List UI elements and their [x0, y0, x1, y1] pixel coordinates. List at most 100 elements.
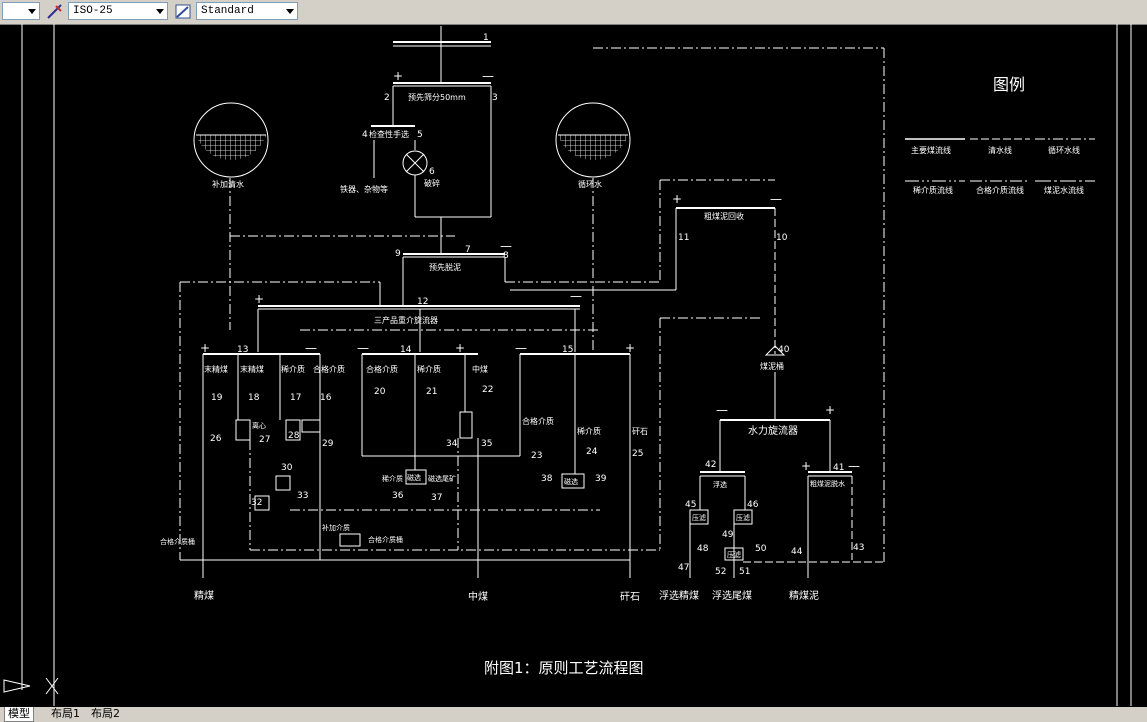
svg-text:—: — — [482, 69, 494, 83]
table-style-icon[interactable] — [174, 3, 192, 20]
svg-text:43: 43 — [853, 543, 864, 553]
svg-text:48: 48 — [697, 544, 709, 554]
equipment-label: 磁选尾矿 — [428, 474, 456, 483]
equipment-label: 磁选 — [407, 473, 421, 482]
svg-text:42: 42 — [705, 460, 716, 470]
flow-label: 稀介质 — [577, 426, 601, 436]
dense-medium-cyclone: 三产品重介旋流器 — [179, 178, 600, 560]
legend-item: 循环水线 — [1048, 145, 1080, 155]
output-label: 精煤 — [194, 589, 214, 602]
svg-text:—: — — [357, 341, 369, 355]
svg-text:14: 14 — [400, 345, 412, 355]
flow-label: 末精煤 — [240, 364, 264, 374]
chevron-down-icon — [286, 9, 294, 14]
svg-text:29: 29 — [322, 439, 334, 449]
tab-model[interactable]: 模型 — [4, 707, 34, 722]
legend: 图例 主要煤流线 清水线 循环水线 稀介质流线 合格介质流线 煤泥水流线 — [905, 75, 1095, 195]
svg-text:36: 36 — [392, 491, 404, 501]
equipment-label: 浮选 — [713, 480, 727, 489]
svg-text:28: 28 — [288, 431, 300, 441]
svg-text:—: — — [716, 403, 728, 417]
svg-text:+: + — [254, 292, 264, 306]
svg-text:6: 6 — [429, 167, 435, 177]
legend-item: 稀介质流线 — [913, 185, 953, 195]
drawing-canvas[interactable]: 图例 主要煤流线 清水线 循环水线 稀介质流线 合格介质流线 煤泥水流线 补加清… — [0, 24, 1147, 707]
equipment-label: 铁器、杂物等 — [340, 184, 388, 194]
svg-text:+: + — [801, 459, 811, 473]
svg-text:30: 30 — [281, 463, 293, 473]
dimension-style-select[interactable]: ISO-25 — [68, 2, 168, 20]
svg-text:1: 1 — [483, 33, 489, 43]
diagram-caption: 附图1：原则工艺流程图 — [484, 659, 644, 677]
tab-layout1[interactable]: 布局1 — [51, 707, 80, 720]
output-label: 浮选精煤 — [659, 589, 699, 602]
svg-text:19: 19 — [211, 393, 223, 403]
output-label: 精煤泥 — [789, 589, 819, 602]
flow-label: 中煤 — [472, 364, 488, 374]
output-label: 浮选尾煤 — [712, 589, 752, 602]
tank-circulating-water: 循环水 — [555, 102, 631, 189]
product-outputs: 精煤 中煤 矸石 浮选精煤 浮选尾煤 精煤泥 — [194, 589, 819, 603]
svg-text:37: 37 — [431, 493, 442, 503]
medium-circuit: 离心 磁选 稀介质 磁选尾矿 磁选 补加介质 合格介质桶 合格介质桶 — [160, 317, 760, 578]
equipment-label: 粗煤泥脱水 — [810, 479, 845, 488]
svg-text:16: 16 — [320, 393, 332, 403]
svg-text:20: 20 — [374, 387, 386, 397]
svg-text:35: 35 — [481, 439, 492, 449]
equipment-label: 补加介质 — [322, 523, 350, 532]
svg-text:46: 46 — [747, 500, 759, 510]
svg-text:13: 13 — [237, 345, 248, 355]
svg-text:8: 8 — [503, 251, 509, 261]
svg-text:3: 3 — [492, 93, 498, 103]
equipment-label: 压滤 — [736, 513, 750, 522]
svg-text:22: 22 — [482, 385, 493, 395]
svg-text:+: + — [393, 69, 403, 83]
svg-text:47: 47 — [678, 563, 689, 573]
flow-label: 合格介质 — [313, 364, 345, 374]
equipment-label: 合格介质桶 — [160, 537, 195, 546]
equipment-label: 离心 — [252, 421, 266, 430]
svg-text:52: 52 — [715, 567, 726, 577]
flow-label: 合格介质 — [522, 416, 554, 426]
legend-item: 清水线 — [988, 145, 1012, 155]
coarse-recovery: 粗煤泥回收 煤泥桶 — [510, 47, 885, 562]
table-style-select[interactable]: Standard — [196, 2, 298, 20]
svg-text:15: 15 — [562, 345, 573, 355]
equipment-label: 磁选 — [564, 477, 578, 486]
svg-text:+: + — [825, 403, 835, 417]
dimension-style-icon[interactable] — [46, 3, 64, 20]
equipment-label: 合格介质桶 — [368, 535, 403, 544]
svg-text:49: 49 — [722, 530, 734, 540]
equipment-label: 稀介质 — [382, 474, 403, 483]
svg-text:33: 33 — [297, 491, 308, 501]
svg-text:40: 40 — [778, 345, 790, 355]
tank-label: 循环水 — [578, 179, 602, 189]
svg-text:—: — — [305, 341, 317, 355]
svg-text:18: 18 — [248, 393, 260, 403]
svg-text:21: 21 — [426, 387, 437, 397]
flow-label: 末精煤 — [204, 364, 228, 374]
node-numbers: 1 2 3 4 5 6 7 8 9 10 11 12 13 14 15 16 1… — [210, 33, 864, 577]
svg-text:—: — — [848, 459, 860, 473]
tab-layout2[interactable]: 布局2 — [91, 707, 120, 720]
layer-combo[interactable] — [2, 2, 40, 20]
ucs-icon — [3, 677, 59, 695]
svg-text:44: 44 — [791, 547, 803, 557]
legend-title: 图例 — [993, 75, 1025, 94]
equipment-label: 三产品重介旋流器 — [374, 315, 438, 325]
equipment-label: 粗煤泥回收 — [704, 211, 744, 221]
legend-item: 合格介质流线 — [976, 185, 1024, 195]
flow-label: 稀介质 — [417, 364, 441, 374]
svg-text:24: 24 — [586, 447, 598, 457]
svg-text:4: 4 — [362, 130, 368, 140]
equipment-label: 预先脱泥 — [429, 262, 461, 272]
drawing-frame — [21, 24, 1132, 706]
svg-text:51: 51 — [739, 567, 750, 577]
svg-text:26: 26 — [210, 434, 222, 444]
svg-text:38: 38 — [541, 474, 553, 484]
tank-makeup-water: 补加清水 — [193, 102, 269, 189]
svg-text:39: 39 — [595, 474, 607, 484]
equipment-label: 预先筛分50mm — [408, 92, 466, 102]
equipment-label: 煤泥桶 — [760, 361, 784, 371]
svg-text:27: 27 — [259, 435, 270, 445]
